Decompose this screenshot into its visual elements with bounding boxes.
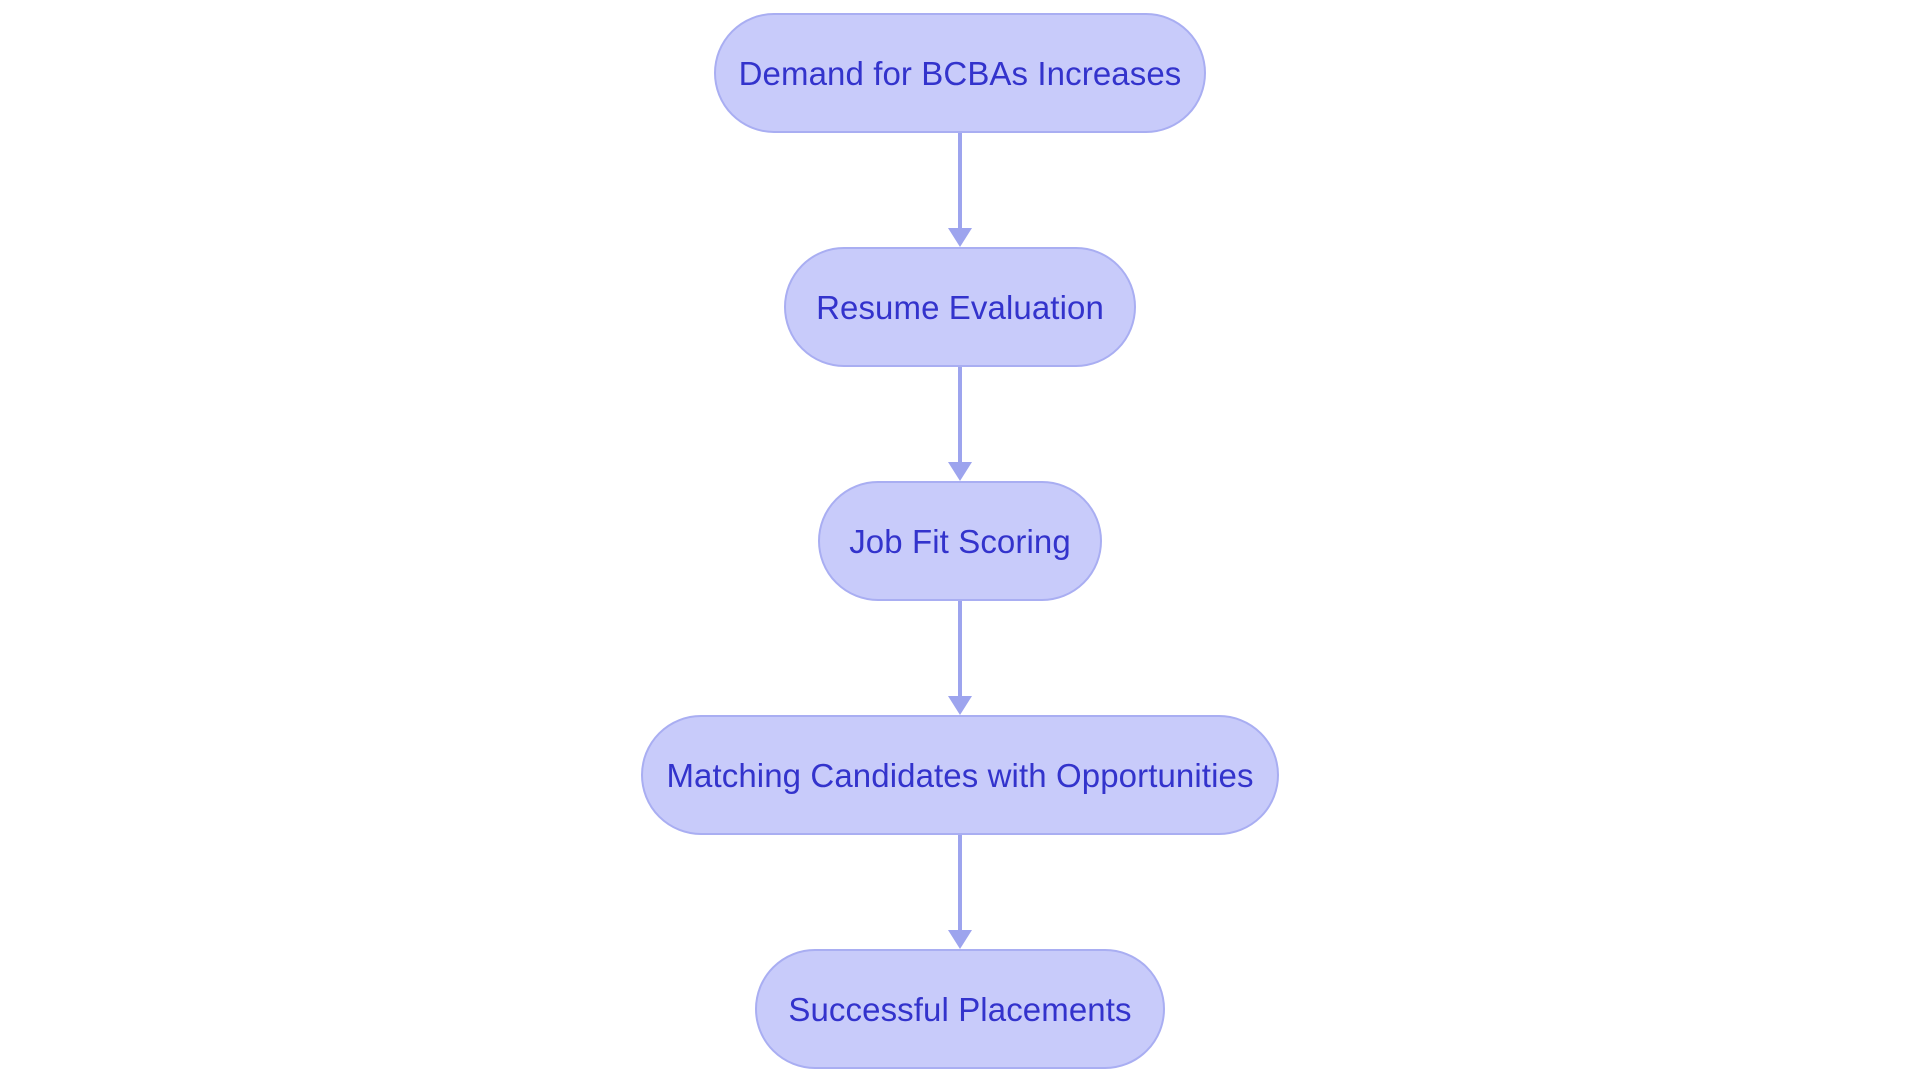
flow-node-label: Demand for BCBAs Increases: [738, 54, 1182, 92]
flow-node-matching-candidates-with-opportunities[interactable]: Matching Candidates with Opportunities: [641, 715, 1279, 835]
flow-edge-n3-to-n4: [945, 835, 975, 949]
flow-node-label: Resume Evaluation: [816, 288, 1104, 326]
edge-line: [958, 367, 962, 463]
flow-node-demand-for-bcbas-increases[interactable]: Demand for BCBAs Increases: [714, 13, 1206, 133]
flow-node-label: Job Fit Scoring: [849, 522, 1071, 560]
flow-node-resume-evaluation[interactable]: Resume Evaluation: [784, 247, 1136, 367]
flow-node-label: Successful Placements: [788, 990, 1132, 1028]
flow-edge-n1-to-n2: [945, 367, 975, 481]
edge-line: [958, 133, 962, 229]
arrowhead-down-icon: [948, 696, 972, 715]
flow-node-job-fit-scoring[interactable]: Job Fit Scoring: [818, 481, 1102, 601]
edge-line: [958, 835, 962, 931]
arrowhead-down-icon: [948, 228, 972, 247]
flow-node-successful-placements[interactable]: Successful Placements: [755, 949, 1165, 1069]
flow-node-label: Matching Candidates with Opportunities: [666, 756, 1254, 794]
arrowhead-down-icon: [948, 930, 972, 949]
arrowhead-down-icon: [948, 462, 972, 481]
flow-edge-n2-to-n3: [945, 601, 975, 715]
edge-line: [958, 601, 962, 697]
flow-edge-n0-to-n1: [945, 133, 975, 247]
